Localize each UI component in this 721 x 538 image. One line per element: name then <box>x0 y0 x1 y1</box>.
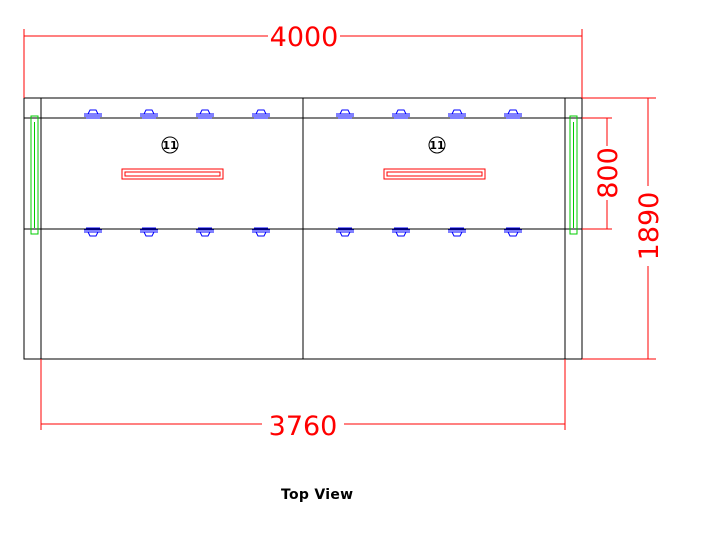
fixture-symbol <box>336 109 354 119</box>
side-panels <box>30 115 578 235</box>
fixture-symbol <box>252 227 270 237</box>
balloon-label: 11 <box>429 139 444 152</box>
fixture-symbol <box>196 109 214 119</box>
fixture-symbol <box>448 109 466 119</box>
outline <box>23 97 583 360</box>
fixture-symbol <box>392 109 410 119</box>
balloon-right: 11 <box>428 136 446 154</box>
fixture-symbol <box>84 227 102 237</box>
view-caption: Top View <box>281 487 354 503</box>
handle-right-outer <box>383 168 486 180</box>
fixture-symbol <box>140 109 158 119</box>
balloon-left: 11 <box>161 136 179 154</box>
drawer-handles <box>121 168 486 180</box>
handle-right-inner <box>386 171 483 177</box>
left-side-panel <box>30 115 39 235</box>
fixture-symbol <box>84 109 102 119</box>
right-side-panel <box>569 115 578 235</box>
balloon-circle <box>161 136 179 154</box>
fixture-symbol <box>504 109 522 119</box>
dimension-inner-depth-text: 800 <box>593 147 624 199</box>
dimension-overall-length-text: 4000 <box>270 22 339 53</box>
balloon-circle <box>428 136 446 154</box>
dimension-overall-length: 4000 <box>23 22 583 98</box>
fixtures <box>84 109 522 237</box>
fixture-symbol <box>196 227 214 237</box>
fixture-symbol <box>392 227 410 237</box>
fixture-symbol <box>448 227 466 237</box>
dimension-depth-text: 1890 <box>634 192 665 261</box>
fixture-symbol <box>336 227 354 237</box>
dimension-inner-length-text: 3760 <box>269 411 338 442</box>
dimension-depth: 1890 <box>582 97 665 360</box>
handle-left-inner <box>124 171 221 177</box>
balloon-label: 11 <box>162 139 177 152</box>
fixture-symbol <box>252 109 270 119</box>
handle-left-outer <box>121 168 224 180</box>
dimension-inner-length: 3760 <box>40 359 566 442</box>
fixture-symbol <box>140 227 158 237</box>
dimension-inner-depth: 800 <box>582 117 624 230</box>
fixture-symbol <box>504 227 522 237</box>
